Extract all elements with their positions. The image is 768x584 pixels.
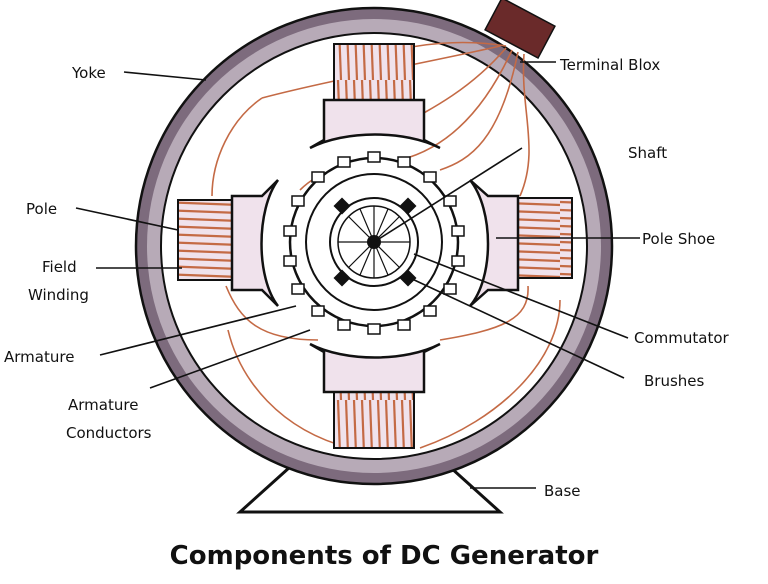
pole-bottom bbox=[309, 342, 441, 449]
armature-conductors bbox=[283, 151, 465, 335]
label-field-winding-line2: Winding bbox=[28, 286, 89, 304]
diagram-title: Components of DC Generator bbox=[170, 541, 599, 571]
label-brushes: Brushes bbox=[644, 372, 705, 390]
terminal-box bbox=[484, 0, 556, 59]
label-terminal-box: Terminal Blox bbox=[559, 56, 660, 74]
label-base: Base bbox=[544, 482, 581, 500]
label-pole-shoe: Pole Shoe bbox=[642, 230, 715, 248]
label-armature-conductors-line2: Conductors bbox=[66, 424, 152, 442]
label-armature-conductors-line1: Armature bbox=[68, 396, 138, 414]
pole-left bbox=[177, 179, 280, 307]
label-shaft: Shaft bbox=[628, 144, 667, 162]
label-yoke: Yoke bbox=[71, 64, 106, 82]
pole-top bbox=[309, 43, 441, 150]
label-commutator: Commutator bbox=[634, 329, 730, 347]
label-field-winding-line1: Field bbox=[42, 258, 77, 276]
label-armature: Armature bbox=[4, 348, 74, 366]
brushes bbox=[333, 197, 417, 287]
label-pole: Pole bbox=[26, 200, 57, 218]
leader-lines bbox=[75, 61, 640, 489]
